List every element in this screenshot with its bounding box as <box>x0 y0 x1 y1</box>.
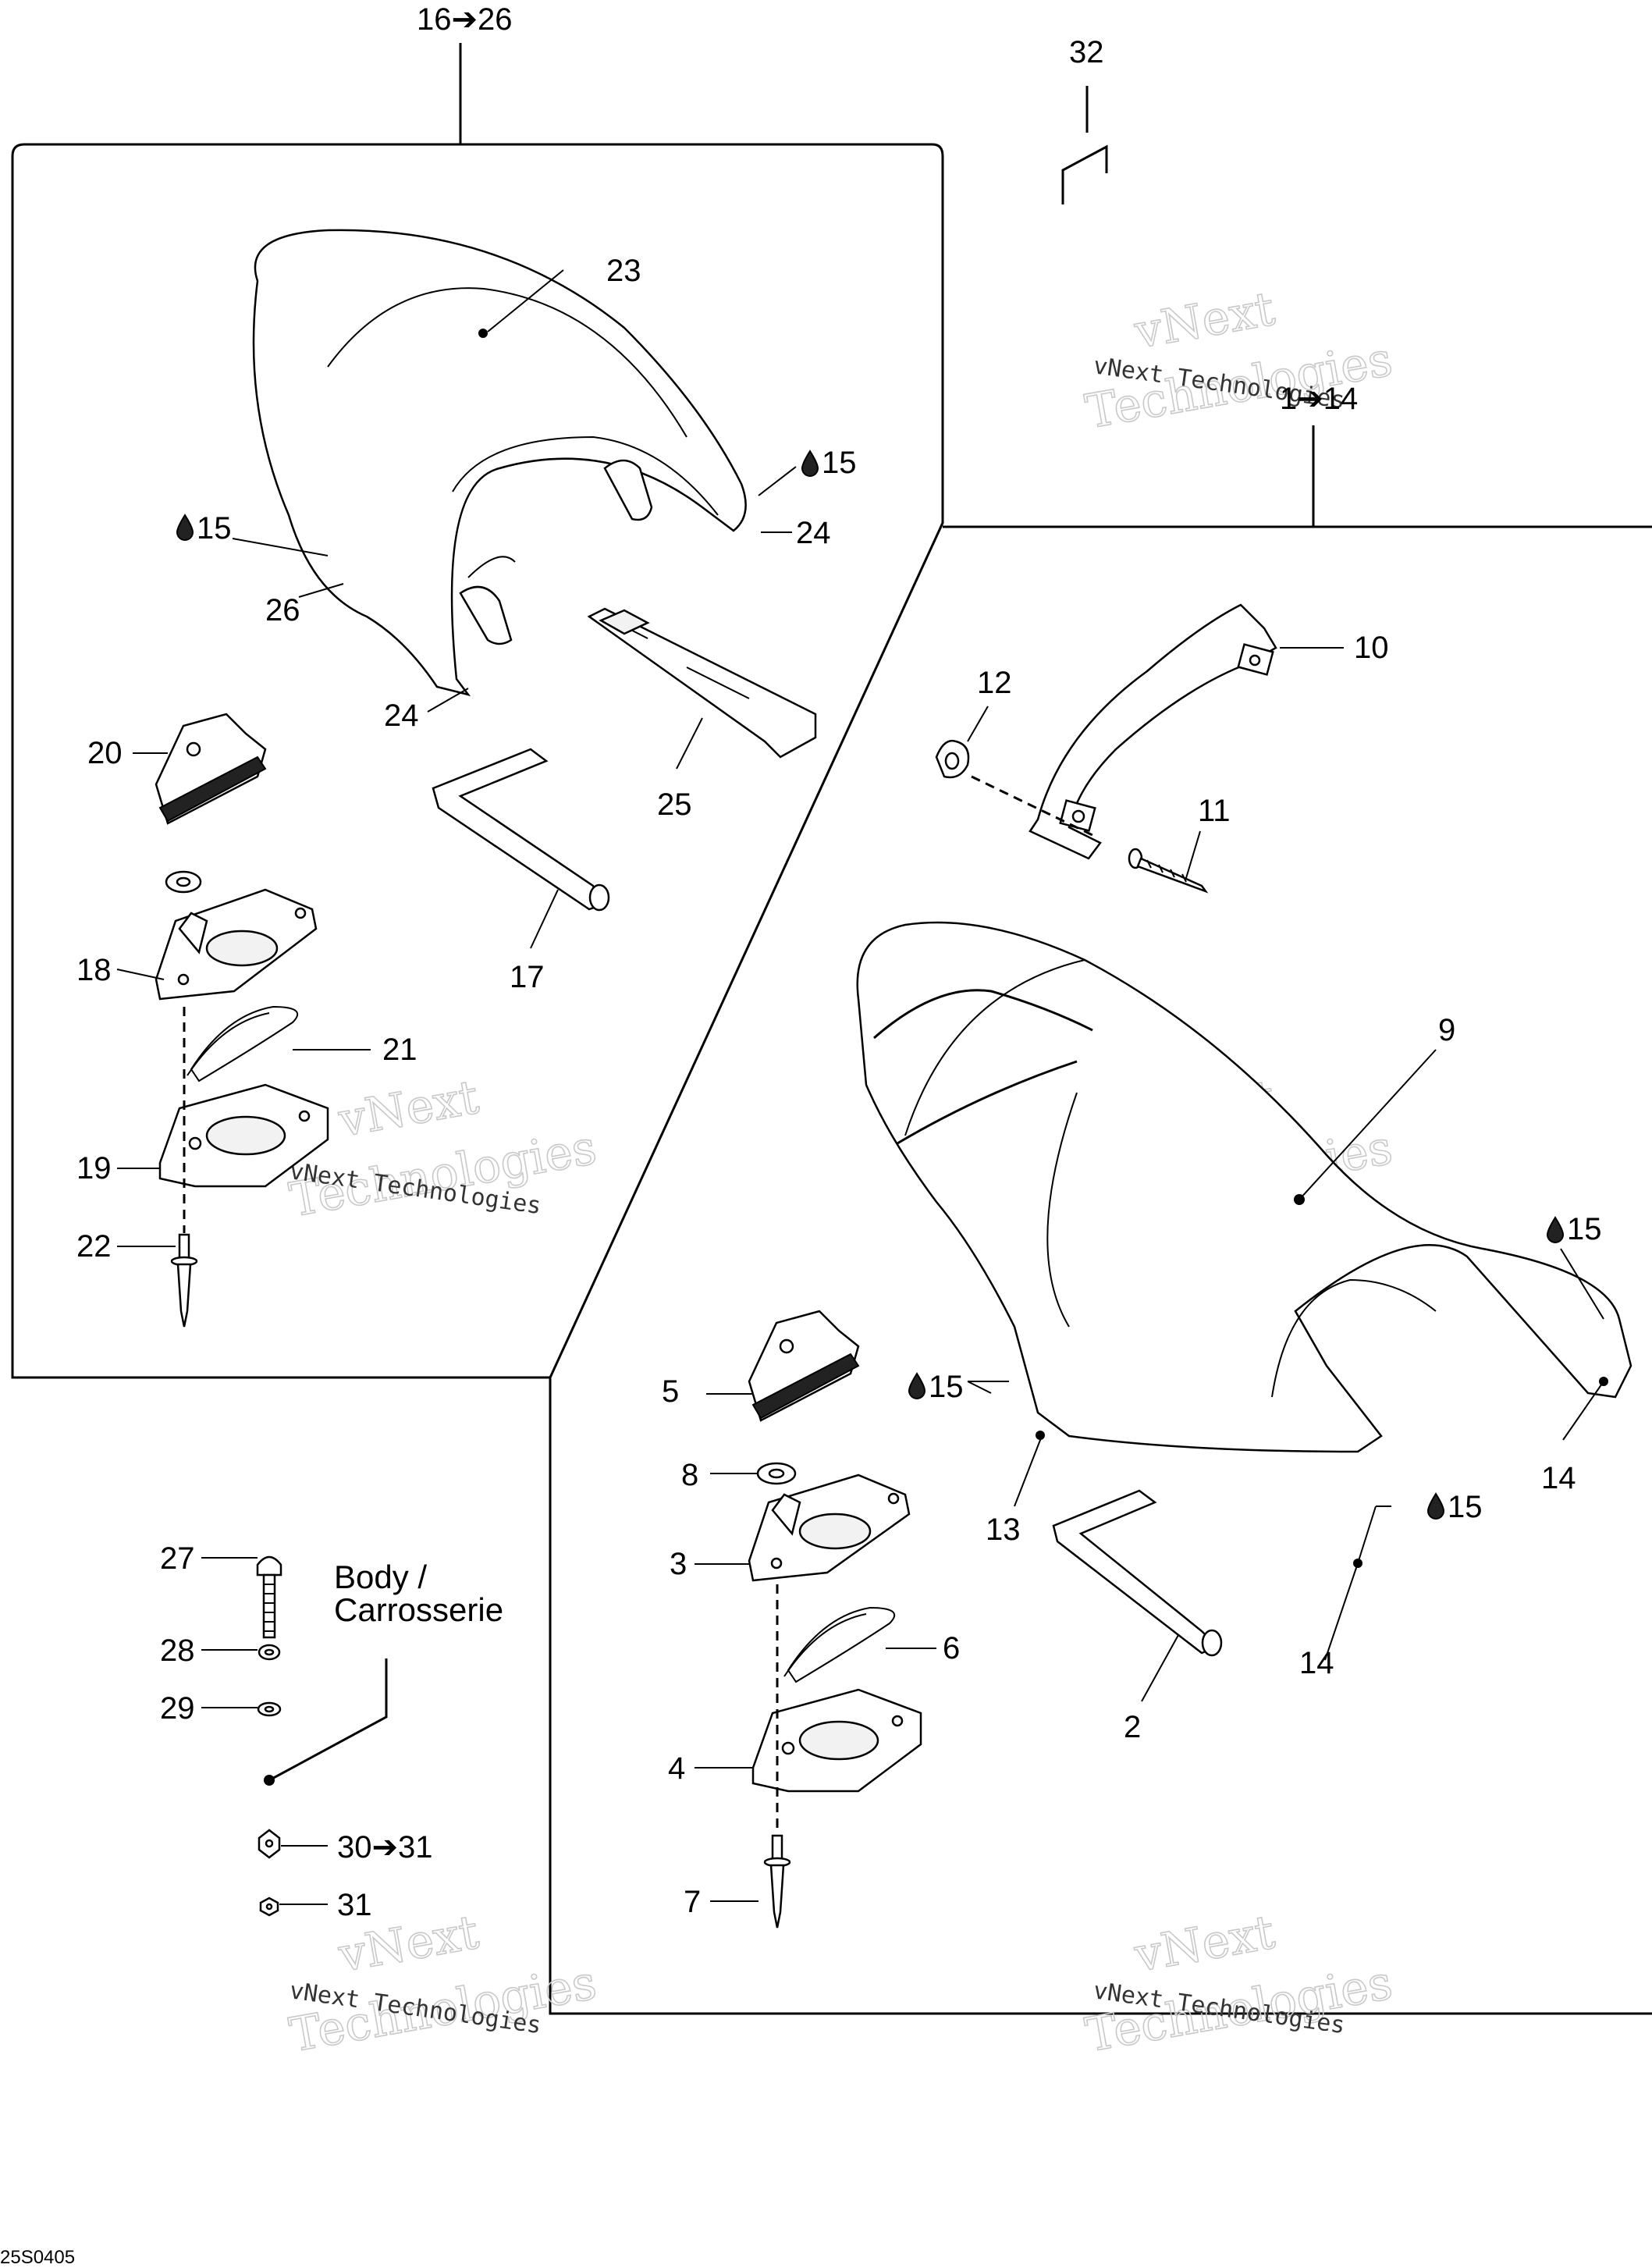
oil-drop-icon <box>1546 1216 1565 1243</box>
callout-20: 20 <box>87 736 123 770</box>
part-5-latch <box>748 1310 860 1422</box>
callout-14-b: 14 <box>1299 1646 1334 1680</box>
callout-19: 19 <box>76 1151 112 1186</box>
part-10-grab-handle <box>1029 603 1277 860</box>
callout-15-oil-e: 15 <box>1426 1490 1483 1524</box>
callout-6: 6 <box>943 1631 960 1665</box>
svg-text:15: 15 <box>1448 1490 1483 1524</box>
grommet-axis <box>971 775 1093 837</box>
oil-drop-icon <box>908 1372 926 1399</box>
callout-14-a: 14 <box>1541 1461 1576 1495</box>
callout-17: 17 <box>510 960 545 994</box>
callout-4: 4 <box>668 1751 685 1786</box>
part-12-grommet <box>935 739 970 779</box>
part-20-latch <box>155 713 267 825</box>
callout-24-b: 24 <box>384 699 419 733</box>
callout-11: 11 <box>1198 794 1231 828</box>
svg-text:vNext: vNext <box>1130 1905 1278 1983</box>
callout-15-oil-c: 15 <box>1546 1212 1602 1246</box>
callout-32: 32 <box>1069 35 1104 69</box>
callout-24-a: 24 <box>796 516 831 550</box>
part-7-rivet <box>763 1834 791 1929</box>
svg-text:vNext: vNext <box>334 1070 482 1148</box>
svg-text:15: 15 <box>929 1370 964 1404</box>
callout-18: 18 <box>76 953 112 987</box>
callout-15-oil-b: 15 <box>176 511 232 546</box>
svg-text:15: 15 <box>197 511 232 546</box>
callout-labels: 16➔26 32 23 15 24 15 26 24 20 25 18 17 2… <box>0 2 1602 2268</box>
leader-lines <box>116 269 1604 1905</box>
part-11-screw <box>1128 848 1209 894</box>
callout-27: 27 <box>160 1541 195 1576</box>
callout-29: 29 <box>160 1691 195 1726</box>
part-17-rod <box>432 748 610 912</box>
part-3-latch-base <box>748 1473 911 1582</box>
passenger-seat-part-23 <box>252 229 747 697</box>
callout-2: 2 <box>1124 1710 1141 1744</box>
oil-drop-icon <box>1426 1492 1445 1520</box>
callout-3: 3 <box>670 1547 687 1581</box>
svg-text:vNext: vNext <box>1130 282 1278 360</box>
svg-text:15: 15 <box>1567 1212 1602 1246</box>
callout-5: 5 <box>662 1374 679 1409</box>
hardware-stack <box>256 1555 388 1917</box>
part-4-lower-housing <box>751 1688 922 1793</box>
callout-15-oil-a: 15 <box>801 446 857 480</box>
oil-drop-icon <box>176 514 194 541</box>
part-8-washer <box>756 1462 797 1485</box>
right-assembly-frame <box>549 425 1652 2015</box>
callout-23: 23 <box>606 254 641 288</box>
callout-9: 9 <box>1438 1013 1455 1047</box>
callout-26: 26 <box>265 593 300 627</box>
part-9-main-seat <box>856 921 1632 1568</box>
callout-21: 21 <box>382 1033 417 1067</box>
callout-15-oil-d: 15 <box>908 1370 964 1404</box>
callout-1-14: 1➔14 <box>1280 382 1358 416</box>
callout-7: 7 <box>684 1885 701 1919</box>
part-19-lower-housing <box>158 1083 329 1188</box>
left-assembly-frame <box>11 43 944 1379</box>
callout-8: 8 <box>681 1458 698 1492</box>
part-32-clip <box>1061 86 1108 204</box>
callout-13: 13 <box>986 1513 1021 1547</box>
part-2-rod <box>1052 1489 1223 1657</box>
drawing-code: 25S0405 <box>0 2247 75 2268</box>
part-21-spring <box>187 1005 298 1082</box>
callout-30-31: 30➔31 <box>337 1830 433 1865</box>
body-label-line1: Body / <box>334 1559 427 1595</box>
oil-drop-icon <box>801 450 819 477</box>
callout-12: 12 <box>977 666 1012 700</box>
body-label-line2: Carrosserie <box>334 1591 503 1628</box>
part-18-latch-base <box>155 870 318 1001</box>
part-25-strap <box>587 607 817 759</box>
callout-10: 10 <box>1354 631 1389 665</box>
part-6-spring <box>783 1606 895 1683</box>
part-22-rivet <box>170 1233 198 1328</box>
callout-16-26: 16➔26 <box>417 2 513 37</box>
callout-22: 22 <box>76 1229 112 1264</box>
callout-25: 25 <box>657 787 692 822</box>
svg-text:15: 15 <box>822 446 857 480</box>
callout-28: 28 <box>160 1633 195 1668</box>
callout-31: 31 <box>337 1888 372 1922</box>
